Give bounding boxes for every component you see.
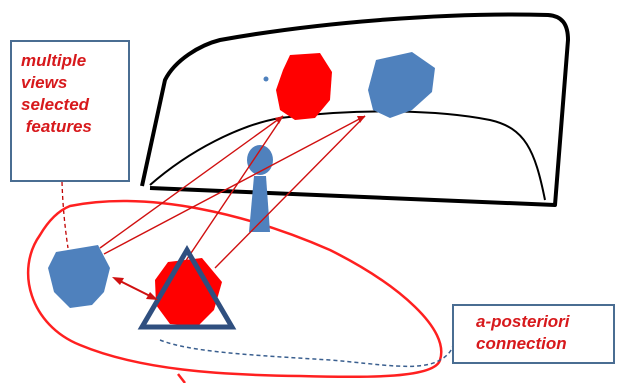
callout-line: selected <box>21 95 90 114</box>
view-line-center-blue <box>214 115 366 269</box>
view-line-left-blue <box>103 115 366 255</box>
windshield-red-feature <box>276 53 332 120</box>
a-posteriori-label: a-posteriori connection <box>476 311 570 355</box>
link-arrow-left <box>112 277 124 285</box>
callout-line: connection <box>476 334 567 353</box>
callout-line: features <box>21 117 92 136</box>
windshield-frame <box>140 12 570 207</box>
view-line-left-red <box>99 115 284 249</box>
multiple-views-label: multiple views selected features <box>21 50 92 138</box>
callout-line: views <box>21 73 68 92</box>
a-posteriori-callout: a-posteriori connection <box>452 304 615 364</box>
windshield-blue-feature <box>368 52 435 118</box>
red-loop-tail <box>177 373 186 383</box>
a-posteriori-connection-line <box>159 334 455 368</box>
callout-line: a-posteriori <box>476 312 570 331</box>
ground-blue-feature <box>48 245 110 308</box>
link-arrow-right <box>146 292 158 300</box>
view-line-center-red <box>184 115 284 263</box>
marker-dot <box>263 76 269 82</box>
feature-link <box>119 280 151 297</box>
multiple-views-callout: multiple views selected features <box>10 40 130 182</box>
callout-line: multiple <box>21 51 87 70</box>
red-loop-outline <box>26 199 443 379</box>
callout-leader-line <box>61 181 69 249</box>
selection-triangle <box>137 245 237 330</box>
